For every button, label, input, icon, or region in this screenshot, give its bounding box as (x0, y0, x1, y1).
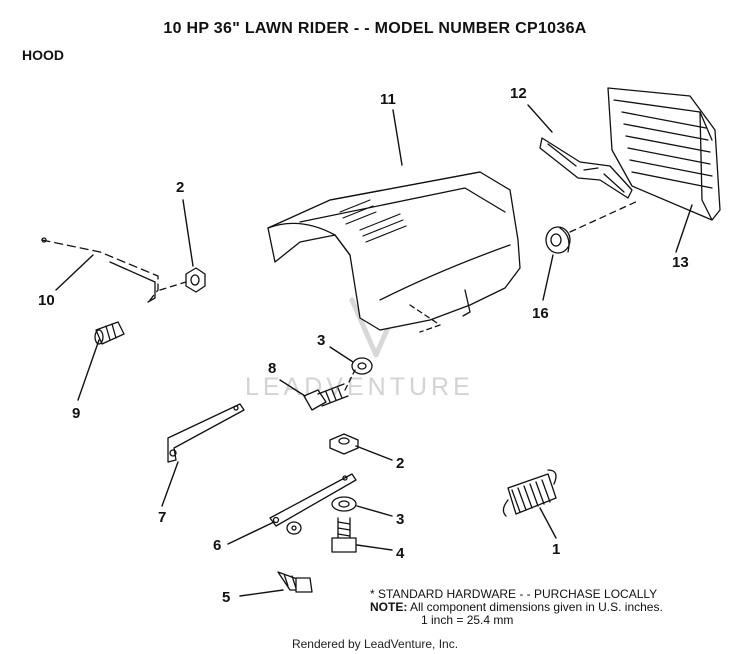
footer-credit: Rendered by LeadVenture, Inc. (291, 637, 459, 651)
support-bracket-part-7[interactable] (167, 403, 245, 463)
callout-3-lower: 3 (396, 511, 404, 528)
dimension-note: NOTE: All component dimensions given in … (370, 601, 663, 614)
callout-2-lower: 2 (396, 455, 404, 472)
washer-part-3-lower[interactable] (331, 496, 357, 512)
callout-10: 10 (38, 292, 55, 309)
bolt-part-5[interactable] (277, 571, 313, 593)
callout-6: 6 (213, 537, 221, 554)
hood-vents (339, 199, 407, 243)
standard-hardware-note: * STANDARD HARDWARE - - PURCHASE LOCALLY (370, 587, 658, 601)
note-label: NOTE: (370, 600, 408, 614)
section-label: HOOD (22, 47, 64, 63)
callout-5: 5 (222, 589, 230, 606)
callout-1: 1 (552, 541, 560, 558)
nut-small-part-6[interactable] (286, 521, 302, 535)
bolt-part-4[interactable] (331, 517, 357, 553)
grommet-centerline (569, 199, 641, 233)
grommet-part-16[interactable] (545, 226, 571, 254)
note-text: All component dimensions given in U.S. i… (410, 600, 663, 614)
nut-part-2-lower[interactable] (329, 433, 359, 455)
bolt-centerline (344, 369, 356, 391)
hinge-rod-part-10[interactable] (41, 237, 159, 303)
pivot-pin-part-9[interactable] (94, 321, 125, 345)
bolt-part-8[interactable] (303, 383, 349, 411)
diagram-title: 10 HP 36" LAWN RIDER - - MODEL NUMBER CP… (163, 20, 587, 37)
hood-part-11[interactable] (267, 171, 521, 333)
spring-part-1[interactable] (502, 469, 557, 517)
washer-part-3-upper[interactable] (351, 357, 373, 375)
callout-4: 4 (396, 545, 405, 562)
callout-7: 7 (158, 509, 166, 526)
callout-labels: 11 12 13 16 2 10 9 3 8 2 7 3 6 4 1 5 (38, 85, 689, 606)
hood-bracket-part-12[interactable] (539, 137, 633, 199)
notes-block: * STANDARD HARDWARE - - PURCHASE LOCALLY… (370, 588, 663, 627)
callout-3-upper: 3 (317, 332, 325, 349)
rod-centerline (159, 281, 187, 291)
watermark-text: LEADVENTURE (245, 373, 474, 401)
callout-11: 11 (380, 91, 396, 108)
conversion-note: 1 inch = 25.4 mm (421, 613, 514, 627)
callout-12: 12 (510, 85, 527, 102)
leader-lines (55, 104, 693, 597)
callout-2-upper: 2 (176, 179, 184, 196)
grille-part-13[interactable] (607, 87, 721, 221)
callout-16: 16 (532, 305, 549, 322)
callout-13: 13 (672, 254, 689, 271)
callout-8: 8 (268, 360, 276, 377)
callout-9: 9 (72, 405, 80, 422)
nut-part-2-upper[interactable] (185, 267, 206, 293)
brace-part-6[interactable] (269, 473, 357, 527)
